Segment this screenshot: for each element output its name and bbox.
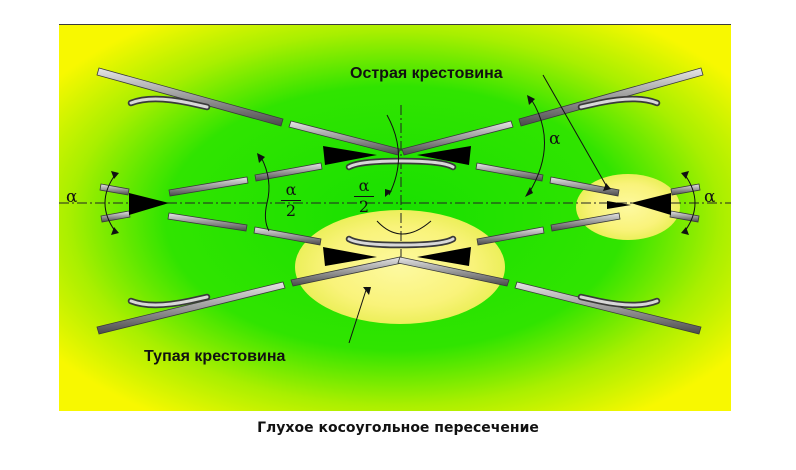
frog-point xyxy=(129,193,169,215)
rail xyxy=(550,212,621,232)
alpha-label-acute: α xyxy=(549,129,561,149)
obtuse-frog-label: Тупая крестовина xyxy=(144,348,286,365)
alpha-arc-left xyxy=(104,174,116,232)
leader-obtuse xyxy=(348,286,368,344)
rail xyxy=(99,183,130,196)
half-alpha-arc-center xyxy=(386,114,399,196)
half-alpha-numerator: α xyxy=(354,177,374,197)
rail xyxy=(514,281,702,335)
leader-acute xyxy=(542,74,608,188)
diagram-caption: Глухое косоугольное пересечение xyxy=(257,420,539,436)
angle-arcs xyxy=(104,74,696,344)
obtuse-arc xyxy=(376,220,432,235)
arc-arrowheads xyxy=(111,95,689,295)
rail xyxy=(397,256,510,287)
frog-point xyxy=(417,247,471,266)
rail xyxy=(254,162,323,182)
rail xyxy=(401,120,514,156)
rail xyxy=(167,212,248,232)
rail xyxy=(168,176,249,197)
frog-point xyxy=(631,193,671,215)
rail xyxy=(549,176,620,197)
rail xyxy=(518,67,704,127)
rail xyxy=(475,162,544,182)
rail xyxy=(96,281,286,335)
obtuse-frog-zone xyxy=(295,210,505,324)
alpha-arc-acute xyxy=(528,98,545,194)
frog-point xyxy=(323,247,377,266)
half-alpha-label-center: α 2 xyxy=(354,177,374,216)
alpha-arc-right xyxy=(684,174,696,232)
guard-rails-light xyxy=(129,97,659,307)
alpha-label-right: α xyxy=(704,187,716,207)
frog-point xyxy=(607,201,631,209)
rail-group-upper xyxy=(96,67,704,335)
acute-frog-label: Острая крестовина xyxy=(350,65,503,82)
alpha-label-left: α xyxy=(66,187,78,207)
frog-points xyxy=(129,146,671,266)
rail xyxy=(253,226,322,246)
rail xyxy=(96,67,284,127)
half-alpha-denominator: 2 xyxy=(285,201,297,220)
half-alpha-numerator: α xyxy=(281,181,301,201)
half-alpha-label-left: α 2 xyxy=(281,181,301,220)
crossing-diagram xyxy=(59,25,731,411)
diagram-frame: Острая крестовина Тупая крестовина α α α… xyxy=(59,24,731,411)
half-alpha-denominator: 2 xyxy=(358,197,370,216)
half-alpha-arc-left xyxy=(260,156,270,232)
frog-point xyxy=(323,146,377,165)
rail xyxy=(476,226,545,246)
rail xyxy=(670,183,701,196)
frog-point xyxy=(417,146,471,165)
